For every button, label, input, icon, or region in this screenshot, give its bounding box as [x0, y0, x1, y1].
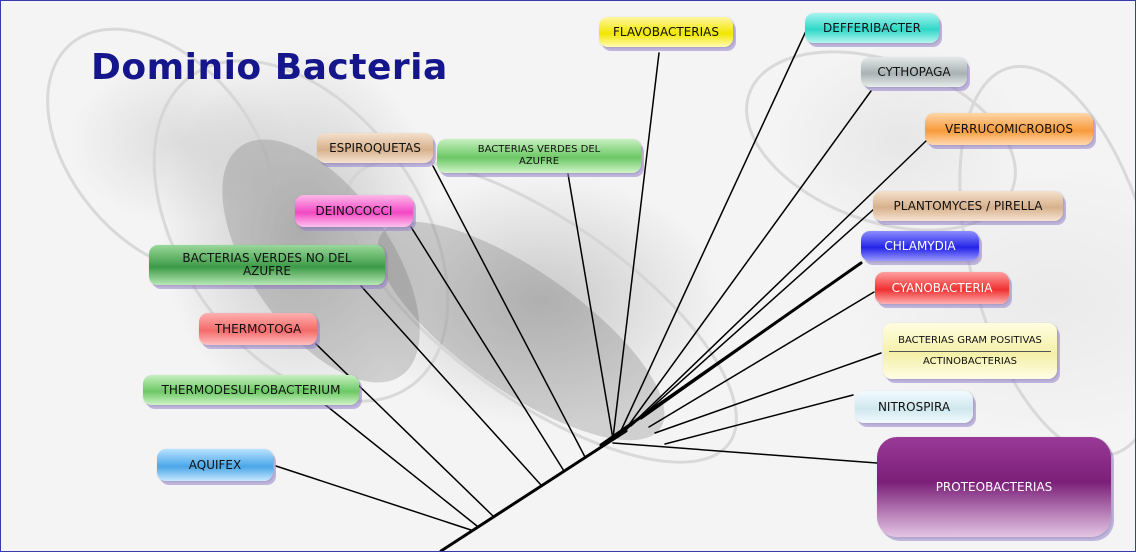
- label-verdes-azufre-line2: AZUFRE: [519, 156, 559, 168]
- branch-gram-positivas: [655, 353, 881, 433]
- label-proteobacterias: PROTEOBACTERIAS: [877, 437, 1111, 537]
- label-chlamydia: CHLAMYDIA: [861, 231, 979, 261]
- branch-thermotoga: [316, 344, 493, 516]
- branch-cyanobacteria: [649, 292, 874, 427]
- label-thermodesulfobacterium: THERMODESULFOBACTERIUM: [143, 375, 359, 405]
- branch-cythopaga: [623, 91, 871, 433]
- branch-espiroquetas: [433, 166, 585, 457]
- label-thermotoga: THERMOTOGA: [199, 313, 317, 345]
- label-defferibacter: DEFFERIBACTER: [805, 13, 939, 43]
- label-gram-positivas: BACTERIAS GRAM POSITIVAS: [898, 335, 1042, 347]
- label-verdes-azufre-line1: BACTERIAS VERDES DEL: [478, 144, 600, 156]
- page-title: Dominio Bacteria: [91, 47, 448, 88]
- label-cythopaga: CYTHOPAGA: [861, 57, 967, 87]
- branch-proteobacterias: [613, 443, 877, 463]
- label-divider: [889, 351, 1051, 352]
- label-plantomyces-pirella: PLANTOMYCES / PIRELLA: [873, 191, 1063, 221]
- label-nitrospira: NITROSPIRA: [855, 391, 973, 423]
- label-espiroquetas: ESPIROQUETAS: [317, 133, 433, 163]
- branch-deinococci: [411, 227, 564, 471]
- branch-verdes-azufre: [568, 174, 613, 439]
- branch-thermodesulfobacterium: [323, 403, 477, 526]
- tree-trunk: [441, 431, 626, 551]
- label-deinococci: DEINOCOCCI: [295, 195, 413, 227]
- label-verdes-no-azufre-line2: AZUFRE: [243, 265, 291, 278]
- label-bacterias-verdes-del-azufre: BACTERIAS VERDES DEL AZUFRE: [437, 139, 641, 173]
- label-aquifex: AQUIFEX: [157, 449, 273, 481]
- label-verrucomicrobios: VERRUCOMICROBIOS: [925, 113, 1093, 145]
- label-actinobacterias: ACTINOBACTERIAS: [923, 356, 1017, 368]
- label-cyanobacteria: CYANOBACTERIA: [875, 272, 1009, 304]
- branch-chlamydia: [641, 263, 861, 419]
- label-bacterias-verdes-no-del-azufre: BACTERIAS VERDES NO DEL AZUFRE: [149, 245, 385, 285]
- label-flavobacterias: FLAVOBACTERIAS: [599, 17, 733, 47]
- branch-plantomyces: [631, 209, 874, 426]
- label-gram-positivas-group: BACTERIAS GRAM POSITIVAS ACTINOBACTERIAS: [883, 323, 1057, 379]
- branch-defferibacter: [619, 31, 806, 435]
- branch-flavobacterias: [613, 53, 659, 438]
